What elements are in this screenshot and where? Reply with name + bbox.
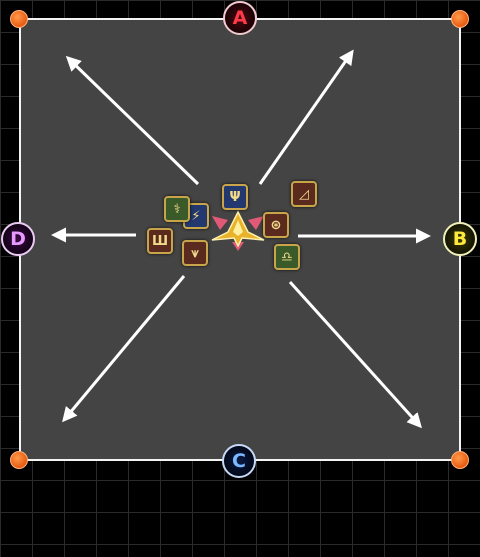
corner-marker-bottom-right	[451, 451, 469, 469]
ninja-icon: ⊛	[263, 212, 289, 238]
dragoon-glyph: ⩛	[191, 245, 199, 261]
waymark-b-label: B	[452, 228, 468, 250]
bard-glyph: ◿	[299, 186, 309, 202]
corner-marker-top-left	[10, 10, 28, 28]
waymark-d: D	[1, 222, 35, 256]
waymark-b: B	[443, 222, 477, 256]
arrow-southeast	[288, 280, 423, 429]
waymark-c: C	[222, 444, 256, 478]
warrior-glyph: ⚡	[191, 208, 201, 224]
boss-icon	[211, 210, 265, 251]
healer-icon: ⚕	[164, 196, 190, 222]
dragoon-icon: ⩛	[182, 240, 208, 266]
waymark-c-label: C	[232, 450, 246, 472]
monk-glyph: Ш	[151, 233, 169, 249]
corner-marker-bottom-left	[10, 451, 28, 469]
monk-icon: Ш	[147, 228, 173, 254]
arrow-southwest	[62, 275, 186, 423]
waymark-a: A	[223, 1, 257, 35]
paladin-icon: Ψ	[222, 184, 248, 210]
waymark-a-label: A	[232, 7, 248, 29]
healer-2-glyph: ♎	[281, 249, 293, 265]
corner-marker-top-right	[451, 10, 469, 28]
healer-glyph: ⚕	[173, 201, 181, 217]
healer-2-icon: ♎	[274, 244, 300, 270]
arrow-northwest	[65, 55, 200, 186]
paladin-glyph: Ψ	[229, 189, 241, 205]
bard-icon: ◿	[291, 181, 317, 207]
waymark-d-label: D	[10, 228, 26, 250]
arrow-northeast	[258, 49, 354, 185]
ninja-glyph: ⊛	[270, 217, 282, 233]
